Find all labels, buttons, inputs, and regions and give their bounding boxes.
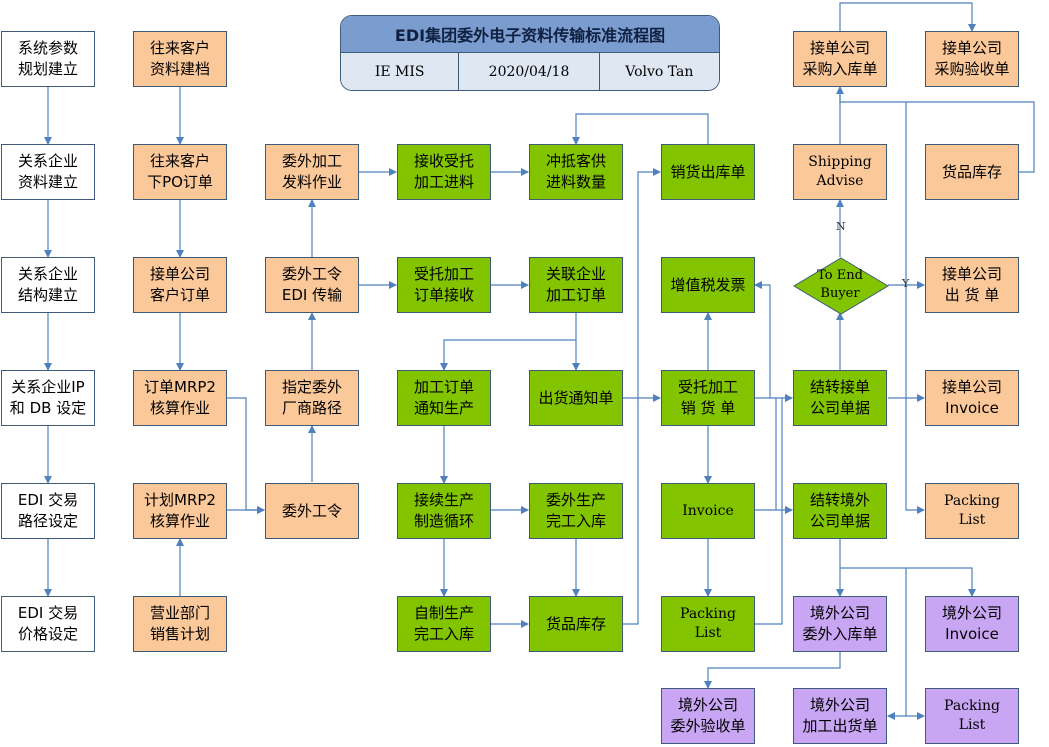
node-right-goods-stock: 货品库存 bbox=[925, 144, 1019, 200]
node-edi-transfer: 委外工令 EDI 传输 bbox=[265, 257, 359, 313]
decision-yes-label: Y bbox=[902, 277, 910, 290]
node-edi-price: EDI 交易 价格设定 bbox=[1, 596, 95, 652]
node-production-notice: 加工订单 通知生产 bbox=[397, 370, 491, 426]
node-entrusted-sales: 受托加工 销 货 单 bbox=[661, 370, 755, 426]
node-relation-ip-db: 关系企业IP 和 DB 设定 bbox=[1, 370, 95, 426]
node-self-made-in: 自制生产 完工入库 bbox=[397, 596, 491, 652]
node-plan-mrp: 计划MRP2 核算作业 bbox=[133, 483, 227, 539]
node-transfer-receiving: 结转接单 公司单据 bbox=[793, 370, 887, 426]
node-order-mrp: 订单MRP2 核算作业 bbox=[133, 370, 227, 426]
node-overseas-invoice: 境外公司 Invoice bbox=[925, 596, 1019, 652]
node-receiving-order: 接单公司 客户订单 bbox=[133, 257, 227, 313]
department-cell: IE MIS bbox=[341, 53, 460, 90]
node-shipping-notice: 出货通知单 bbox=[529, 370, 623, 426]
node-relation-data: 关系企业 资料建立 bbox=[1, 144, 95, 200]
node-material-issue: 委外加工 发料作业 bbox=[265, 144, 359, 200]
node-production-loop: 接续生产 制造循环 bbox=[397, 483, 491, 539]
author-cell: Volvo Tan bbox=[599, 53, 719, 90]
node-work-order: 委外工令 bbox=[265, 483, 359, 539]
date-cell: 2020/04/18 bbox=[459, 53, 600, 90]
node-overseas-packing-list: Packing List bbox=[925, 688, 1019, 744]
node-edi-route: EDI 交易 路径设定 bbox=[1, 483, 95, 539]
decision-label: To End Buyer bbox=[817, 268, 863, 301]
node-customer-po: 往来客户 下PO订单 bbox=[133, 144, 227, 200]
node-receive-material: 接收受托 加工进料 bbox=[397, 144, 491, 200]
node-overseas-in: 境外公司 委外入库单 bbox=[793, 596, 887, 652]
node-right-packing-list: Packing List bbox=[925, 483, 1019, 539]
title-meta-row: IE MIS 2020/04/18 Volvo Tan bbox=[341, 53, 719, 90]
node-outsource-in: 委外生产 完工入库 bbox=[529, 483, 623, 539]
node-vendor-route: 指定委外 厂商路径 bbox=[265, 370, 359, 426]
node-sales-plan: 营业部门 销售计划 bbox=[133, 596, 227, 652]
decision-diamond bbox=[793, 257, 889, 315]
node-sys-params: 系统参数 规划建立 bbox=[1, 31, 95, 87]
node-offset-material: 冲抵客供 进料数量 bbox=[529, 144, 623, 200]
node-invoice: Invoice bbox=[661, 483, 755, 539]
node-overseas-shipping-out: 境外公司 加工出货单 bbox=[793, 688, 887, 744]
diagram-title: EDI集团委外电子资料传输标准流程图 bbox=[341, 16, 719, 53]
node-packing-list: Packing List bbox=[661, 596, 755, 652]
node-purchase-acceptance: 接单公司 采购验收单 bbox=[925, 31, 1019, 87]
node-transfer-overseas: 结转境外 公司单据 bbox=[793, 483, 887, 539]
node-sales-out: 销货出库单 bbox=[661, 144, 755, 200]
node-receiving-invoice: 接单公司 Invoice bbox=[925, 370, 1019, 426]
node-order-receive: 受托加工 订单接收 bbox=[397, 257, 491, 313]
node-relation-structure: 关系企业 结构建立 bbox=[1, 257, 95, 313]
node-customer-file: 往来客户 资料建档 bbox=[133, 31, 227, 87]
node-receiving-shipment: 接单公司 出 货 单 bbox=[925, 257, 1019, 313]
node-purchase-in: 接单公司 采购入库单 bbox=[793, 31, 887, 87]
node-shipping-advise: Shipping Advise bbox=[793, 144, 887, 200]
decision-no-label: N bbox=[836, 220, 846, 233]
node-overseas-acceptance: 境外公司 委外验收单 bbox=[661, 688, 755, 744]
node-vat-invoice: 增值税发票 bbox=[661, 257, 755, 313]
node-affiliate-order: 关联企业 加工订单 bbox=[529, 257, 623, 313]
node-goods-stock: 货品库存 bbox=[529, 596, 623, 652]
title-card: EDI集团委外电子资料传输标准流程图 IE MIS 2020/04/18 Vol… bbox=[340, 15, 720, 91]
